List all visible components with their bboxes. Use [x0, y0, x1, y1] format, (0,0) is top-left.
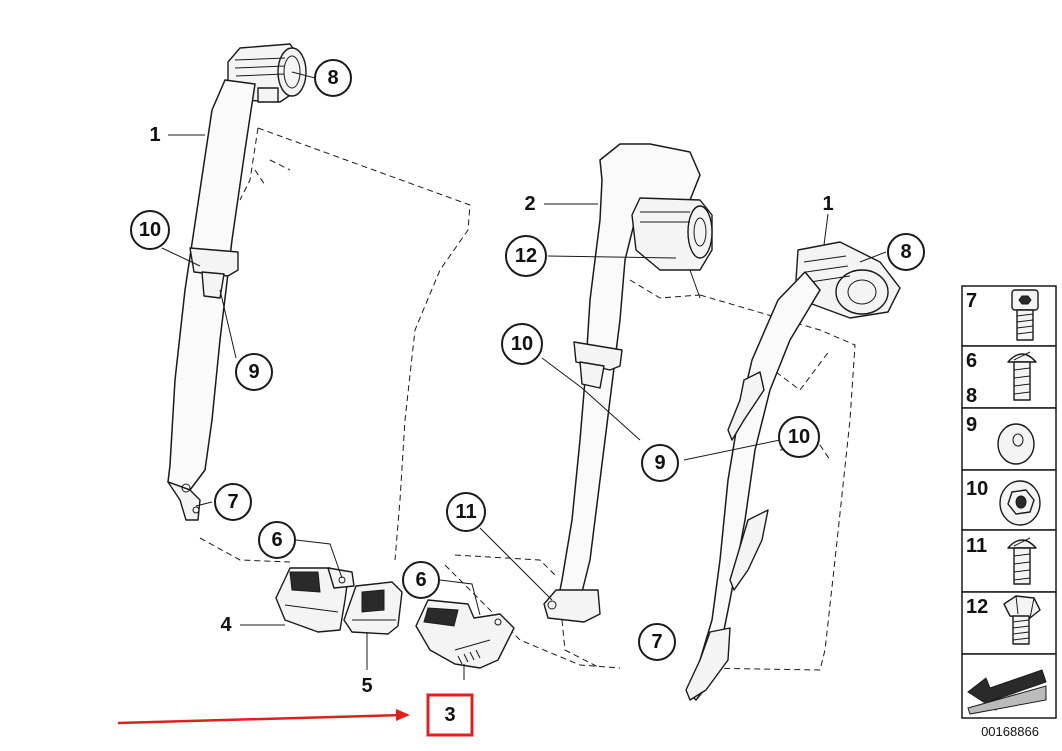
- legend-label-12: 12: [966, 596, 988, 618]
- callout-10-center: 10: [501, 323, 543, 365]
- buckle-4: [275, 567, 355, 633]
- svg-text:8: 8: [327, 67, 338, 89]
- callout-8-right: 8: [887, 233, 925, 271]
- svg-text:6: 6: [271, 529, 282, 551]
- svg-text:6: 6: [415, 569, 426, 591]
- center-belt: [543, 143, 713, 623]
- direction-arrow-icon: [967, 669, 1047, 715]
- right-belt: [685, 241, 901, 701]
- callout-10-right: 10: [778, 416, 820, 458]
- left-belt: [167, 79, 256, 521]
- highlight-box: [426, 693, 474, 737]
- callout-9-left: 9: [235, 353, 273, 391]
- buckle-5: [343, 581, 403, 635]
- callout-7-right: 7: [638, 623, 676, 661]
- callout-6-left: 6: [258, 521, 296, 559]
- legend-label-6: 6: [966, 350, 977, 372]
- svg-text:8: 8: [900, 241, 911, 263]
- oval-head-screw-icon: [1007, 351, 1037, 401]
- legend-label-9: 9: [966, 414, 977, 436]
- label-1-right: 1: [822, 193, 833, 215]
- buckle-3: [415, 599, 515, 669]
- legend-label-10: 10: [966, 478, 988, 500]
- oval-head-screw-11-icon: [1007, 537, 1037, 585]
- washer-icon: [997, 423, 1035, 465]
- svg-text:9: 9: [654, 452, 665, 474]
- legend-label-7: 7: [966, 290, 977, 312]
- callout-6-center: 6: [402, 561, 440, 599]
- callout-10-left: 10: [130, 210, 170, 250]
- label-2: 2: [524, 193, 535, 215]
- legend-label-8: 8: [966, 385, 977, 407]
- red-arrow: [117, 709, 410, 725]
- legend: 7 6 8 9 10 11 12: [961, 285, 1057, 719]
- svg-text:10: 10: [788, 426, 810, 448]
- svg-text:12: 12: [515, 245, 537, 267]
- callout-8-left: 8: [314, 59, 352, 97]
- label-3: 3: [444, 704, 455, 726]
- svg-text:7: 7: [651, 631, 662, 653]
- callouts: 8 1 10 9 7 6 4 5 6 3 11 2: [130, 59, 925, 726]
- label-4: 4: [220, 614, 232, 636]
- callout-12: 12: [505, 235, 547, 277]
- svg-text:11: 11: [455, 501, 476, 523]
- callout-11: 11: [446, 492, 486, 532]
- hex-bolt-icon: [1003, 595, 1041, 645]
- callout-9-center: 9: [641, 444, 679, 482]
- legend-label-11: 11: [966, 535, 987, 557]
- label-5: 5: [361, 675, 372, 697]
- callout-7-left: 7: [214, 483, 252, 521]
- label-1-left: 1: [149, 124, 160, 146]
- collar-nut-icon: [999, 480, 1041, 526]
- document-number: 00168866: [981, 724, 1039, 739]
- svg-text:9: 9: [248, 361, 259, 383]
- seat-back-outline: [199, 127, 856, 671]
- svg-text:7: 7: [227, 491, 238, 513]
- socket-bolt-icon: [1011, 289, 1039, 341]
- svg-text:10: 10: [511, 333, 533, 355]
- leader-lines: [161, 71, 887, 680]
- svg-text:10: 10: [139, 219, 161, 241]
